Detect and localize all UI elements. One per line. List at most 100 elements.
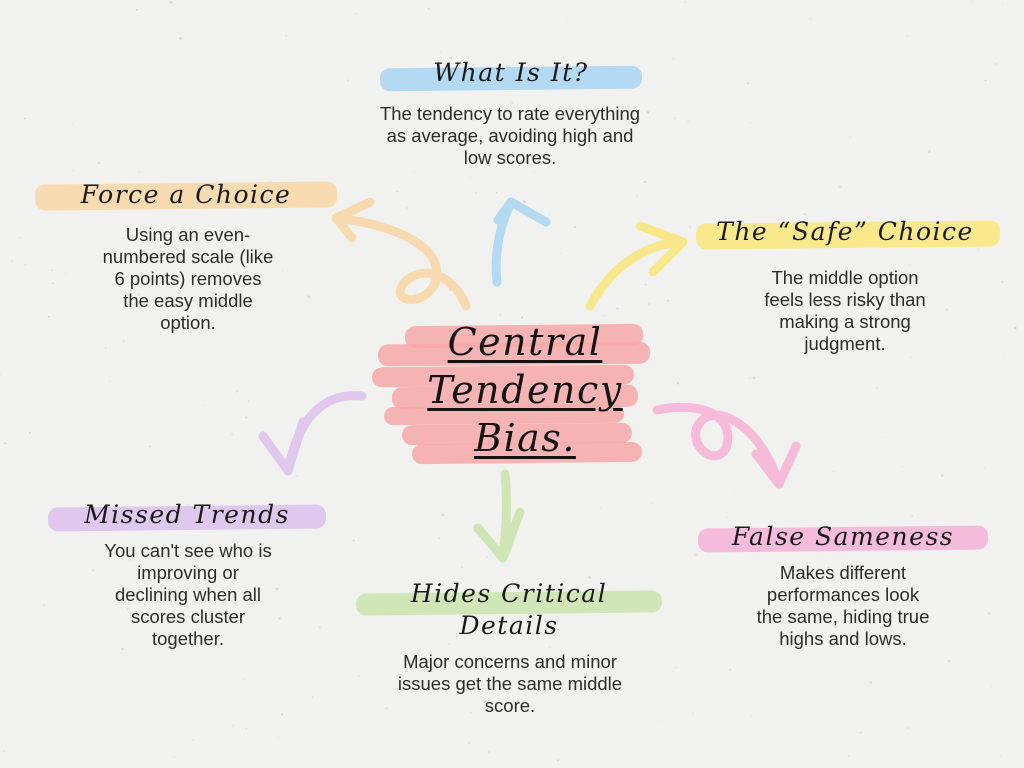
- paper-speck: [441, 513, 445, 517]
- paper-speck: [285, 34, 288, 37]
- paper-speck: [911, 515, 913, 517]
- paper-speck: [548, 647, 551, 649]
- paper-speck: [245, 416, 248, 419]
- text-line: performances look: [766, 584, 920, 605]
- paper-speck: [299, 94, 301, 96]
- text-line: making a strong: [779, 311, 911, 332]
- paper-speck: [928, 150, 931, 153]
- paper-speck: [972, 580, 974, 582]
- paper-speck: [524, 693, 528, 697]
- paper-speck: [281, 270, 284, 272]
- paper-speck: [859, 731, 862, 734]
- paper-speck: [495, 191, 498, 194]
- paper-speck: [608, 109, 611, 112]
- paper-speck: [190, 233, 192, 234]
- paper-speck: [720, 10, 722, 12]
- paper-speck: [658, 720, 660, 722]
- paper-speck: [352, 539, 355, 542]
- paper-speck: [24, 263, 27, 266]
- paper-speck: [319, 626, 321, 629]
- paper-speck: [694, 553, 698, 557]
- paper-speck: [307, 295, 311, 299]
- paper-speck: [616, 307, 619, 310]
- paper-speck: [692, 713, 694, 715]
- paper-speck: [466, 668, 469, 671]
- paper-speck: [275, 587, 279, 591]
- paper-speck: [172, 28, 174, 30]
- paper-speck: [684, 1, 686, 3]
- paper-speck: [245, 727, 247, 730]
- text-line: score.: [484, 695, 536, 716]
- paper-speck: [461, 566, 463, 569]
- paper-speck: [672, 57, 675, 60]
- paper-speck: [972, 0, 974, 3]
- paper-speck: [930, 577, 932, 580]
- paper-speck: [915, 436, 917, 437]
- text-line: option.: [160, 312, 216, 333]
- paper-speck: [749, 377, 751, 379]
- paper-speck: [789, 564, 792, 567]
- paper-speck: [1001, 280, 1004, 284]
- paper-speck: [52, 282, 54, 285]
- paper-speck: [505, 39, 507, 41]
- paper-speck: [173, 756, 176, 758]
- paper-speck: [204, 404, 206, 407]
- paper-speck: [135, 8, 139, 11]
- text-line: low scores.: [463, 147, 557, 168]
- paper-speck: [72, 169, 74, 171]
- paper-speck: [729, 669, 732, 671]
- text-line: Major concerns and minor: [403, 651, 617, 672]
- paper-speck: [927, 614, 929, 616]
- paper-speck: [169, 1, 173, 4]
- paper-speck: [844, 569, 847, 572]
- paper-speck: [983, 467, 986, 469]
- paper-speck: [487, 502, 490, 505]
- hides-details-text: Major concerns and minor issues get the …: [370, 651, 650, 717]
- paper-speck: [278, 617, 281, 620]
- paper-speck: [385, 707, 388, 710]
- paper-speck: [1013, 326, 1017, 330]
- paper-speck: [523, 200, 526, 203]
- paper-speck: [468, 741, 471, 744]
- paper-speck: [997, 135, 999, 138]
- paper-speck: [474, 191, 478, 195]
- text-line: feels less risky than: [764, 289, 926, 310]
- paper-speck: [338, 20, 339, 22]
- text-line: scores cluster: [130, 606, 246, 627]
- paper-speck: [28, 431, 32, 435]
- paper-speck: [752, 376, 756, 380]
- paper-speck: [158, 458, 160, 460]
- paper-speck: [235, 389, 239, 393]
- paper-speck: [827, 566, 830, 570]
- paper-speck: [850, 460, 852, 462]
- text-line: the same, hiding true: [756, 606, 930, 627]
- paper-speck: [869, 23, 871, 25]
- text-line: together.: [151, 628, 224, 649]
- text-line: numbered scale (like: [102, 246, 274, 267]
- paper-speck: [910, 356, 912, 358]
- paper-speck: [999, 754, 1002, 757]
- paper-speck: [486, 556, 488, 558]
- paper-speck: [907, 727, 909, 729]
- paper-speck: [847, 754, 850, 758]
- paper-speck: [259, 363, 261, 365]
- force-choice-title: Force a Choice: [80, 180, 292, 209]
- paper-speck: [129, 558, 132, 561]
- paper-speck: [945, 308, 949, 312]
- paper-speck: [676, 381, 680, 385]
- paper-speck: [71, 123, 73, 125]
- paper-speck: [151, 127, 153, 130]
- paper-speck: [232, 724, 234, 727]
- paper-speck: [272, 734, 274, 735]
- paper-speck: [281, 713, 284, 716]
- paper-speck: [849, 136, 851, 138]
- paper-speck: [994, 62, 998, 65]
- paper-speck: [138, 171, 141, 173]
- paper-speck: [439, 51, 441, 53]
- paper-speck: [1004, 354, 1006, 356]
- paper-speck: [173, 590, 177, 593]
- paper-speck: [247, 399, 250, 402]
- paper-speck: [449, 56, 453, 60]
- paper-speck: [687, 120, 690, 123]
- paper-speck: [108, 380, 111, 383]
